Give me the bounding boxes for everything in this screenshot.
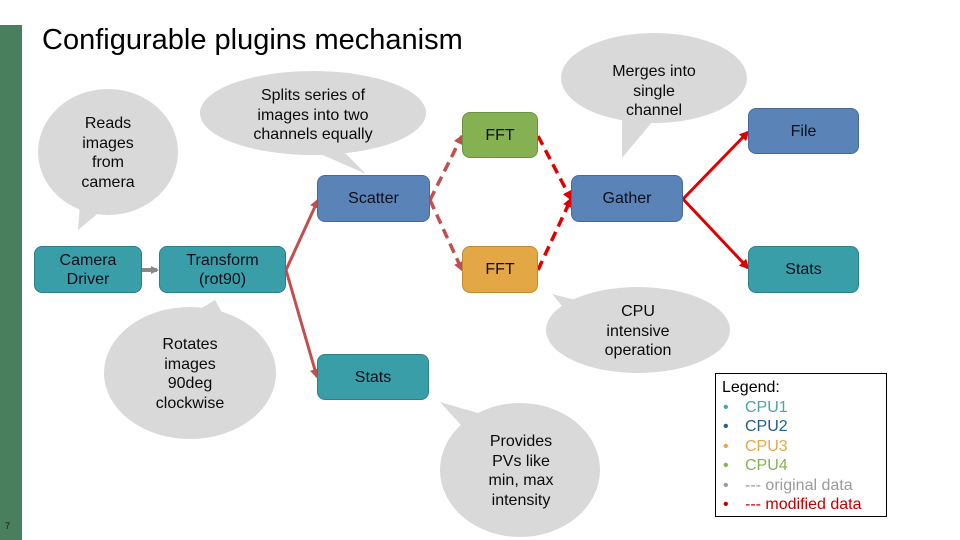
callout-provides-text: Provides PVs like min, max intensity: [466, 432, 576, 510]
node-fft-cpu3[interactable]: FFT: [462, 246, 538, 293]
callout-provides: [440, 402, 600, 537]
callout-line: images: [164, 355, 216, 373]
legend-label: CPU3: [745, 437, 788, 455]
legend-label: CPU2: [745, 418, 788, 435]
node-label: FFT: [485, 126, 515, 144]
page-number: 7: [5, 521, 11, 531]
edge-gather-to-stats: [681, 197, 750, 270]
callout-line: min, max: [488, 472, 554, 489]
legend-item-cpu4: • CPU4: [722, 456, 886, 476]
edge-transform-to-stats: [284, 269, 320, 379]
legend-item-cpu1: • CPU1: [722, 398, 886, 418]
node-camera-driver[interactable]: Camera Driver: [34, 246, 142, 293]
callout-cpu-intensive: [546, 287, 730, 373]
node-stats-right[interactable]: Stats: [748, 246, 859, 293]
callout-line: 90deg: [167, 375, 213, 392]
callout-reads-text: Reads images from camera: [58, 114, 158, 192]
callout-splits-text: Splits series of images into two channel…: [223, 86, 403, 145]
node-gather[interactable]: Gather: [571, 175, 683, 222]
node-label: Scatter: [348, 190, 399, 207]
callout-line: intensity: [491, 491, 551, 509]
node-transform[interactable]: Transform (rot90): [159, 246, 286, 293]
callout-line: PVs like: [492, 452, 550, 470]
bullet-icon: •: [723, 496, 729, 513]
callout-reads: [38, 89, 178, 230]
bullet-icon: •: [723, 418, 729, 435]
legend-item-original-data: • --- original data: [722, 476, 886, 496]
callout-line: Rotates: [162, 336, 218, 353]
callout-line: channel: [625, 102, 683, 119]
node-file[interactable]: File: [748, 108, 859, 154]
edge-fft-top-to-gather: [536, 135, 573, 201]
legend-label: CPU1: [745, 398, 788, 416]
edge-transform-to-scatter: [284, 198, 320, 271]
legend-label: CPU4: [745, 457, 788, 474]
callout-rotates-text: Rotates images 90deg clockwise: [130, 335, 250, 413]
node-label: Stats: [354, 368, 392, 386]
node-label: FFT: [485, 261, 515, 278]
slide-accent-bar: [0, 25, 22, 540]
node-stats-bottom[interactable]: Stats: [317, 354, 429, 400]
callout-rotates: [104, 300, 276, 439]
callout-line: Splits series of: [260, 87, 366, 104]
callout-line: Reads: [84, 115, 132, 132]
bullet-icon: •: [723, 457, 729, 474]
legend-item-cpu2: • CPU2: [722, 417, 886, 437]
callout-merges: [561, 33, 747, 158]
legend-item-cpu3: • CPU3: [722, 437, 886, 457]
callout-line: Provides: [489, 433, 553, 450]
slide-title: Configurable plugins mechanism: [42, 24, 463, 56]
callout-line: operation: [604, 342, 672, 359]
callout-splits: [200, 71, 426, 174]
node-label: Gather: [602, 190, 652, 207]
legend: Legend: • CPU1 • CPU2 • CPU3 • CPU4 • --…: [715, 373, 887, 517]
node-label: Transform (rot90): [186, 251, 259, 288]
bullet-icon: •: [723, 437, 729, 455]
legend-label: --- original data: [745, 476, 853, 494]
callout-merges-text: Merges into single channel: [584, 62, 724, 121]
callout-line: from: [92, 154, 124, 171]
legend-title: Legend:: [722, 379, 780, 396]
callout-line: camera: [81, 173, 135, 191]
callout-line: channels equally: [253, 126, 373, 143]
edge-gather-to-file: [681, 130, 750, 201]
callout-line: CPU: [621, 303, 655, 320]
callout-line: intensive: [606, 322, 670, 340]
node-label: File: [790, 122, 817, 140]
callout-line: images into two: [257, 106, 369, 124]
callout-line: clockwise: [155, 394, 225, 412]
bullet-icon: •: [723, 398, 729, 416]
edge-scatter-to-fft-bottom: [428, 199, 464, 272]
legend-item-modified-data: • --- modified data: [722, 495, 886, 515]
callout-cpu-intensive-text: CPU intensive operation: [578, 302, 698, 361]
node-scatter[interactable]: Scatter: [317, 175, 430, 222]
node-fft-cpu4[interactable]: FFT: [462, 112, 538, 158]
node-label: Stats: [785, 261, 822, 278]
node-label: Camera Driver: [59, 251, 117, 288]
callout-line: Merges into: [612, 63, 696, 80]
edge-fft-bottom-to-gather: [536, 197, 573, 271]
bullet-icon: •: [723, 476, 729, 494]
callout-line: images: [82, 134, 134, 152]
edge-scatter-to-fft-top: [428, 134, 464, 201]
callout-line: single: [633, 82, 675, 100]
legend-label: --- modified data: [745, 496, 862, 513]
